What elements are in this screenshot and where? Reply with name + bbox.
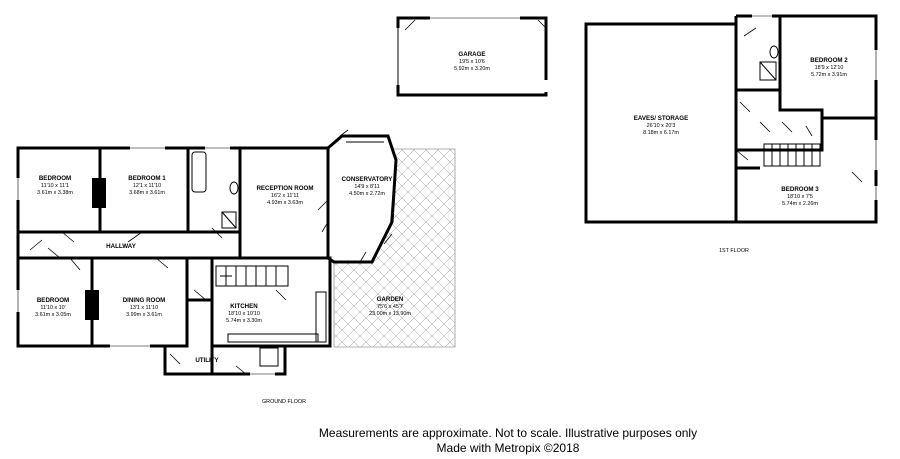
reception-metric: 4.93m x 3.63m xyxy=(267,200,303,206)
footer-credit: Made with Metropix ©2018 xyxy=(436,441,580,455)
garage-imperial: 19'5 x 10'6 xyxy=(459,59,485,65)
bedroom-2-metric: 5.72m x 3.91m xyxy=(811,72,847,78)
reception-imperial: 16'2 x 11'11 xyxy=(271,193,299,199)
hallway-name: HALLWAY xyxy=(106,243,137,250)
garden-imperial: 75'6 x 45'7 xyxy=(377,304,403,310)
bedroom-left-metric: 3.61m x 3.38m xyxy=(37,190,73,196)
kitchen-metric: 5.74m x 3.30m xyxy=(226,318,262,324)
utility-name: UTILITY xyxy=(195,357,219,364)
eaves-name: EAVES/ STORAGE xyxy=(634,115,688,122)
bedroom-3-name: BEDROOM 3 xyxy=(781,186,819,193)
eaves-metric: 8.18m x 6.17m xyxy=(643,130,679,136)
garage xyxy=(396,16,548,97)
conservatory-imperial: 14'9 x 8'11 xyxy=(354,184,379,190)
first-floor-label: 1ST FLOOR xyxy=(719,248,749,254)
garage-metric: 5.92m x 3.20m xyxy=(454,66,490,72)
ground-floor xyxy=(16,129,398,376)
room-labels: GARAGE 19'5 x 10'6 5.92m x 3.20m BEDROOM… xyxy=(35,51,848,405)
conservatory-name: CONSERVATORY xyxy=(342,176,394,183)
dining-name: DINING ROOM xyxy=(123,297,166,304)
kitchen-name: KITCHEN xyxy=(230,303,258,310)
bedroom-lower-imperial: 11'10 x 10' xyxy=(40,305,65,311)
bedroom-3-imperial: 18'10 x 7'5 xyxy=(787,194,813,200)
bedroom-1-metric: 3.68m x 3.61m xyxy=(129,190,165,196)
ground-floor-label: GROUND FLOOR xyxy=(262,399,306,405)
bedroom-2-imperial: 18'9 x 12'10 xyxy=(815,65,844,71)
garage-name: GARAGE xyxy=(458,51,485,58)
bedroom-2-name: BEDROOM 2 xyxy=(810,57,848,64)
garden-metric: 23.00m x 13.90m xyxy=(369,311,411,317)
bedroom-1-name: BEDROOM 1 xyxy=(128,175,166,182)
conservatory-metric: 4.50m x 2.72m xyxy=(349,191,385,197)
dining-imperial: 13'1 x 11'10 xyxy=(130,305,158,311)
conservatory-outline xyxy=(327,129,398,264)
eaves-imperial: 26'10 x 20'3 xyxy=(647,123,676,129)
bedroom-3-metric: 5.74m x 2.26m xyxy=(782,201,818,207)
bedroom-left-imperial: 11'10 x 11'1 xyxy=(41,183,69,189)
garden-name: GARDEN xyxy=(377,296,404,303)
first-floor xyxy=(584,14,878,224)
bedroom-left-name: BEDROOM xyxy=(39,175,71,182)
ground-stairs xyxy=(215,265,289,287)
bedroom-1-imperial: 12'1 x 11'10 xyxy=(133,183,161,189)
reception-name: RECEPTION ROOM xyxy=(256,185,313,192)
dining-metric: 3.99m x 3.61m xyxy=(126,312,162,318)
bedroom-lower-name: BEDROOM xyxy=(37,297,69,304)
kitchen-imperial: 18'10 x 10'10 xyxy=(228,311,260,317)
footer-disclaimer: Measurements are approximate. Not to sca… xyxy=(318,426,698,440)
bedroom-lower-metric: 3.61m x 3.05m xyxy=(35,312,71,318)
first-floor-stairs xyxy=(763,143,821,167)
